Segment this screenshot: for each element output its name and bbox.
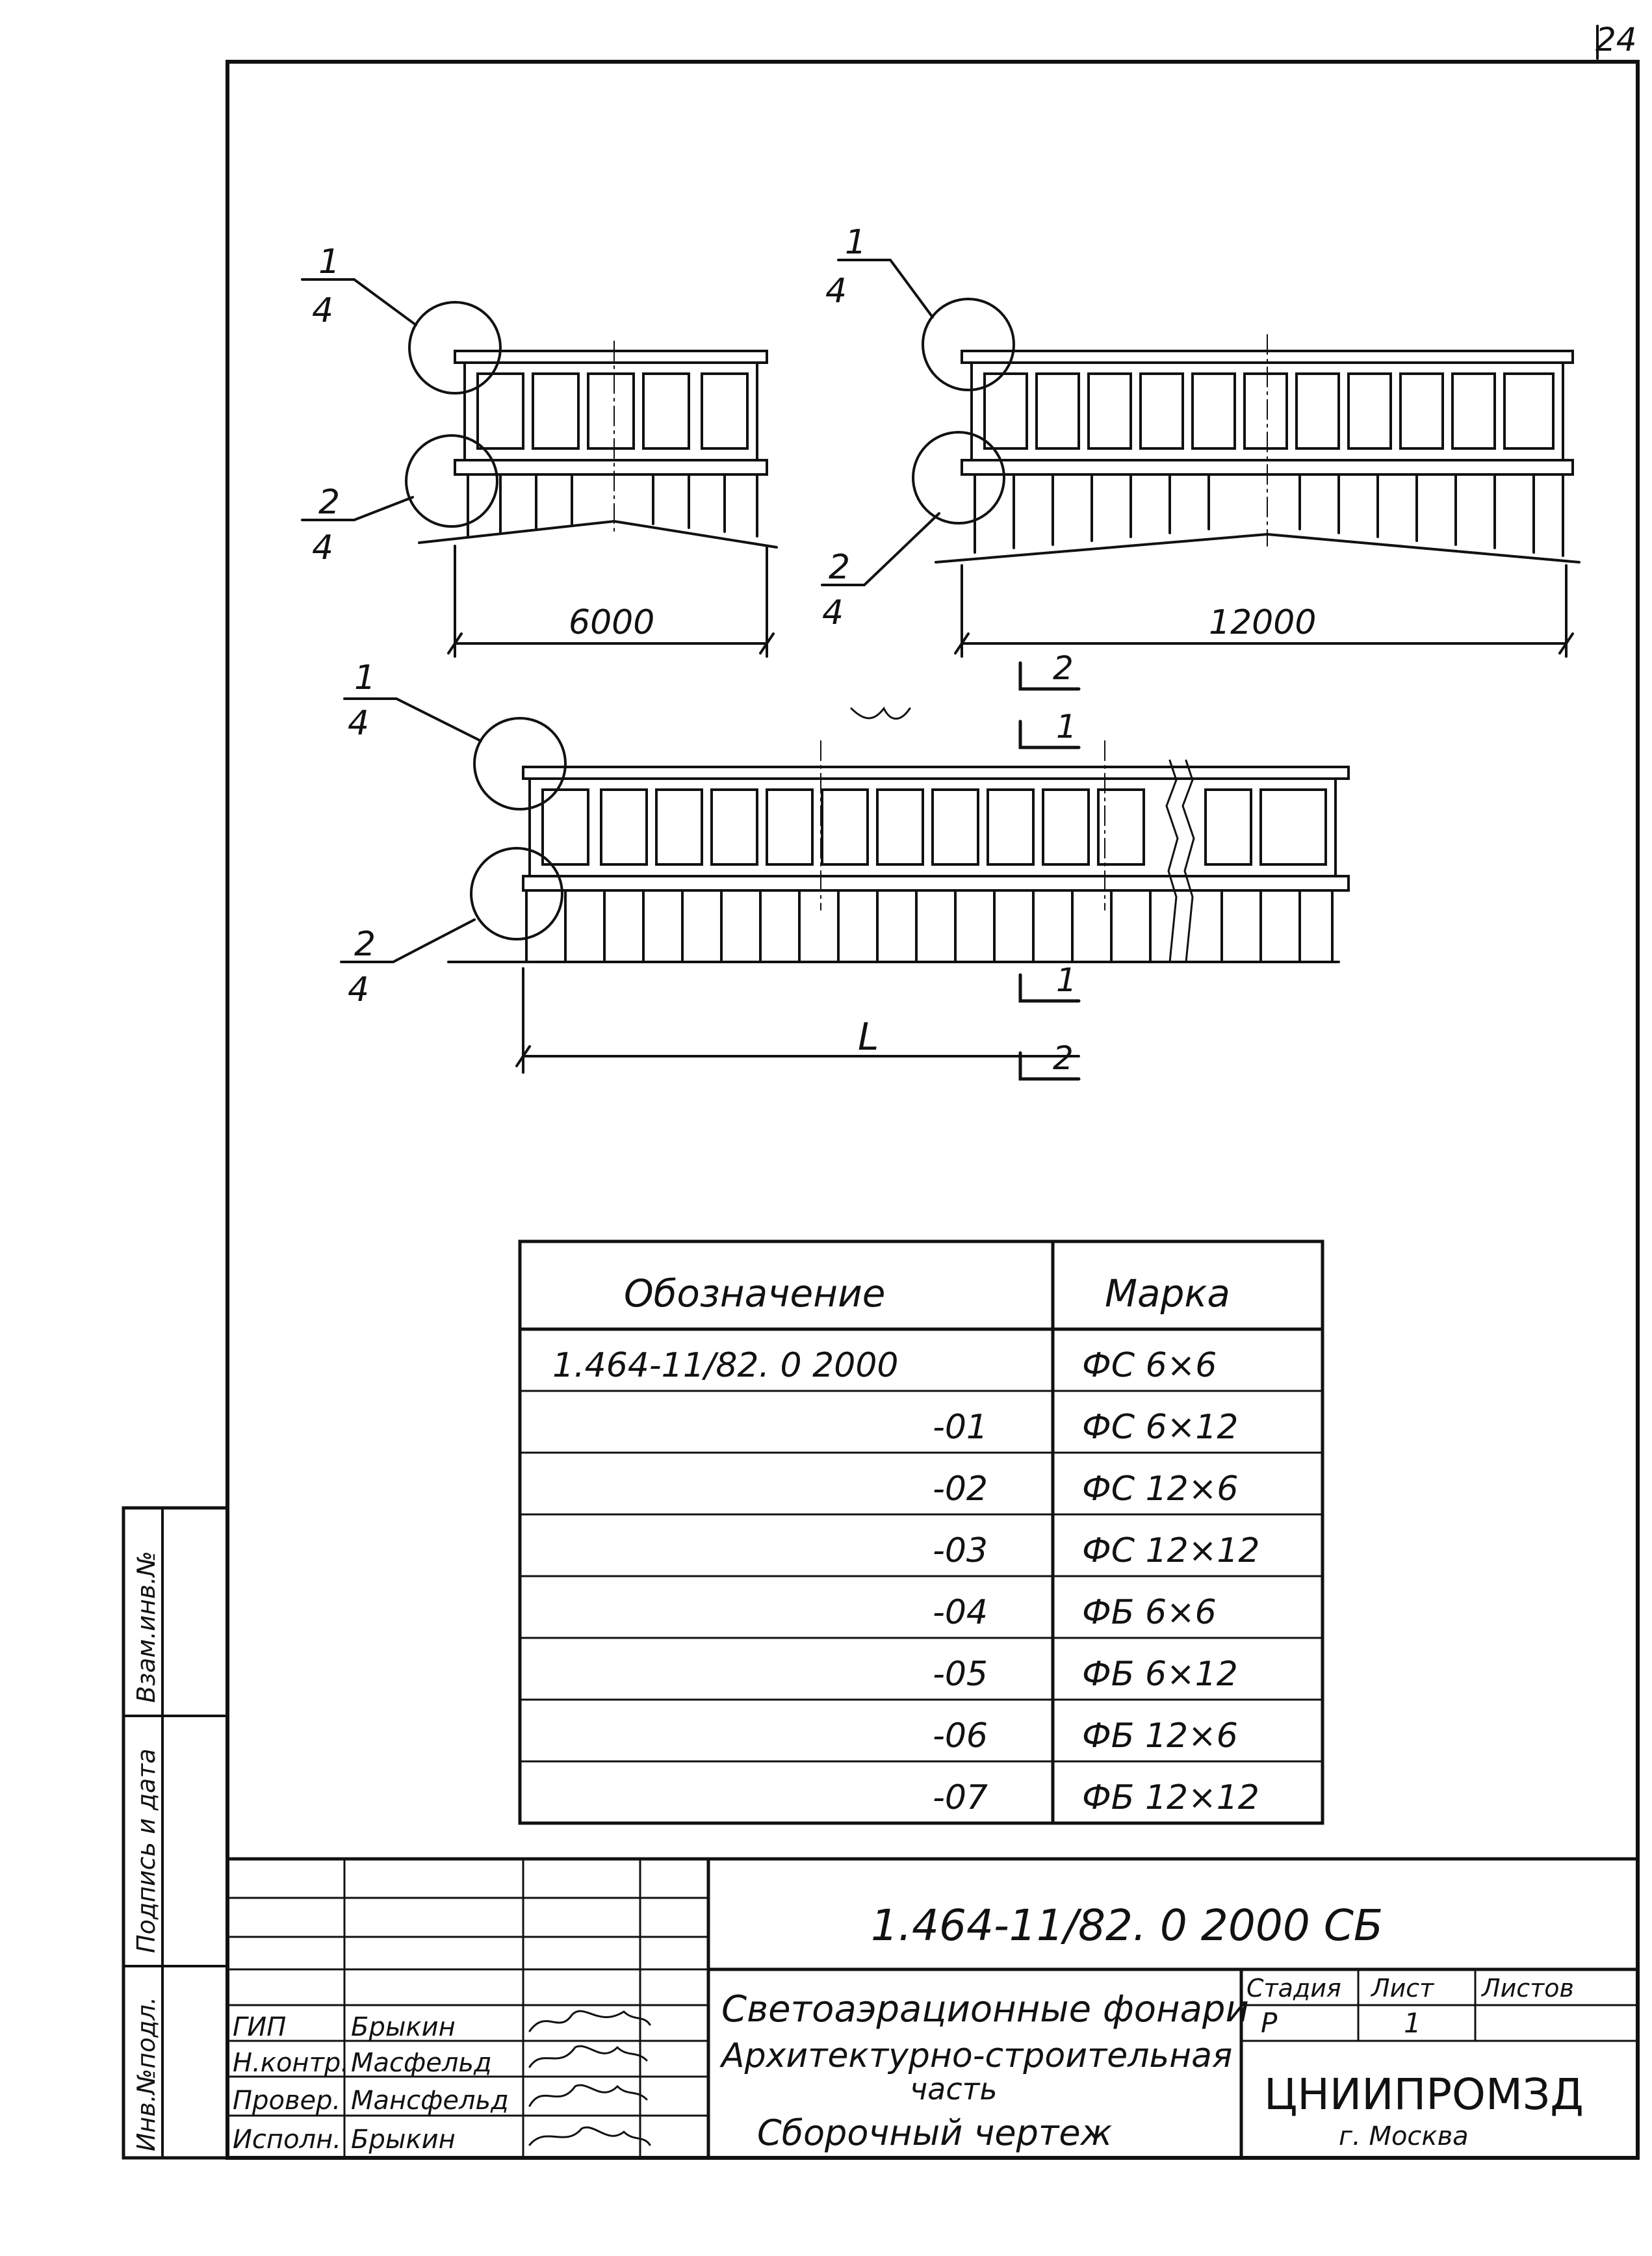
person-name-3: Брыкин (351, 2125, 456, 2155)
specification-table (518, 1239, 1324, 1825)
table-row-6-mark: ФБ 12×6 (1082, 1717, 1238, 1756)
dimension-12000: 12000 (1209, 603, 1316, 642)
battens-L (525, 889, 1334, 963)
callout-bottom-den-6000: 4 (312, 528, 333, 567)
callout-bottom-num-L: 2 (354, 925, 376, 964)
table-row-7-designation: -07 (933, 1778, 988, 1817)
dimension-6000: 6000 (569, 603, 654, 642)
table-row-3-mark: ФС 12×12 (1082, 1531, 1260, 1570)
section-mark-lower-2: 2 (1053, 1039, 1074, 1077)
stage-header: Стадия (1246, 1974, 1341, 2003)
callout-top-den-12000: 4 (825, 272, 847, 311)
table-row-2-mark: ФС 12×6 (1082, 1470, 1238, 1509)
callout-circle-bottom-L (470, 847, 563, 940)
person-name-1: Масфельд (351, 2048, 492, 2078)
sheet-value: 1 (1404, 2007, 1421, 2039)
person-name-2: Мансфельд (351, 2086, 509, 2116)
table-row-4-designation: -04 (933, 1593, 988, 1632)
windows-6000 (476, 372, 749, 450)
side-label-sign: Подпись и дата (132, 1748, 161, 1953)
callout-circle-bottom-6000 (405, 434, 498, 528)
table-row-1-designation: -01 (933, 1408, 988, 1447)
callout-circle-bottom-12000 (912, 431, 1005, 525)
person-role-2: Провер. (233, 2086, 341, 2116)
callout-top-num-L: 1 (354, 658, 376, 697)
section-mark-lower-1: 1 (1056, 961, 1077, 999)
callout-bottom-den-12000: 4 (822, 593, 844, 632)
callout-bottom-num-6000: 2 (318, 483, 340, 522)
side-label-inv: Инв.№подл. (132, 1997, 161, 2151)
table-row-0-mark: ФС 6×6 (1082, 1346, 1217, 1385)
side-stamp: Инв.№подл. Подпись и дата Взам.инв.№ (122, 1506, 229, 2160)
signatures (528, 2010, 651, 2146)
section-mark-upper-2: 2 (1053, 649, 1074, 687)
person-role-3: Исполн. (233, 2125, 341, 2155)
title-line-2: Архитектурно-строительная (719, 2036, 1232, 2075)
title-line-3: часть (910, 2071, 998, 2107)
table-row-4-mark: ФБ 6×6 (1082, 1593, 1217, 1632)
person-name-0: Брыкин (351, 2012, 456, 2042)
table-header-mark: Марка (1105, 1271, 1230, 1316)
table-row-5-mark: ФБ 6×12 (1082, 1655, 1238, 1694)
person-role-0: ГИП (233, 2012, 286, 2042)
lantern-drawing-L (340, 661, 1350, 1081)
callout-circle-top-12000 (922, 298, 1015, 391)
table-rows: 1.464-11/82. 0 2000 ФС 6×6 -01 ФС 6×12 -… (552, 1346, 1260, 1817)
document-code: 1.464-11/82. 0 2000 СБ (871, 1900, 1383, 1951)
lantern-drawing-6000 (301, 278, 778, 658)
title-line-4: Сборочный чертеж (757, 2112, 1113, 2153)
sheets-header: Листов (1480, 1974, 1574, 2003)
battens-12000 (974, 473, 1564, 557)
city: г. Москва (1339, 2121, 1469, 2151)
callout-top-num-6000: 1 (318, 242, 340, 281)
windows-L (541, 788, 1327, 866)
stage-value: Р (1261, 2007, 1278, 2039)
callout-top-num-12000: 1 (845, 223, 866, 262)
sheet-frame (226, 60, 1640, 2160)
table-row-5-designation: -05 (933, 1655, 988, 1694)
callout-top-den-6000: 4 (312, 291, 333, 330)
person-role-1: Н.контр. (233, 2048, 349, 2078)
callout-circle-top-6000 (408, 301, 502, 395)
callout-circle-top-L (473, 717, 567, 810)
table-row-0-designation: 1.464-11/82. 0 2000 (552, 1346, 899, 1385)
organization: ЦНИИПРОМЗД (1264, 2069, 1584, 2120)
callout-bottom-num-12000: 2 (829, 548, 850, 587)
section-mark-upper-1: 1 (1056, 708, 1077, 746)
table-row-1-mark: ФС 6×12 (1082, 1408, 1238, 1447)
table-header-designation: Обозначение (624, 1271, 885, 1316)
side-label-replace: Взам.инв.№ (132, 1551, 161, 1703)
title-block (226, 1857, 1640, 2160)
battens-6000 (467, 473, 758, 538)
callout-top-den-L: 4 (348, 704, 369, 743)
table-row-2-designation: -02 (933, 1470, 988, 1509)
windows-12000 (983, 372, 1555, 450)
table-row-3-designation: -03 (933, 1531, 988, 1570)
lantern-drawing-12000 (821, 259, 1581, 658)
sheet-number: 24 (1595, 21, 1637, 58)
table-row-6-designation: -06 (933, 1717, 988, 1756)
dimension-L: L (858, 1015, 879, 1059)
callout-bottom-den-L: 4 (348, 970, 369, 1009)
title-line-1: Светоаэрационные фонари (721, 1988, 1249, 2030)
table-row-7-mark: ФБ 12×12 (1082, 1778, 1259, 1817)
sheet-header: Лист (1370, 1974, 1435, 2003)
